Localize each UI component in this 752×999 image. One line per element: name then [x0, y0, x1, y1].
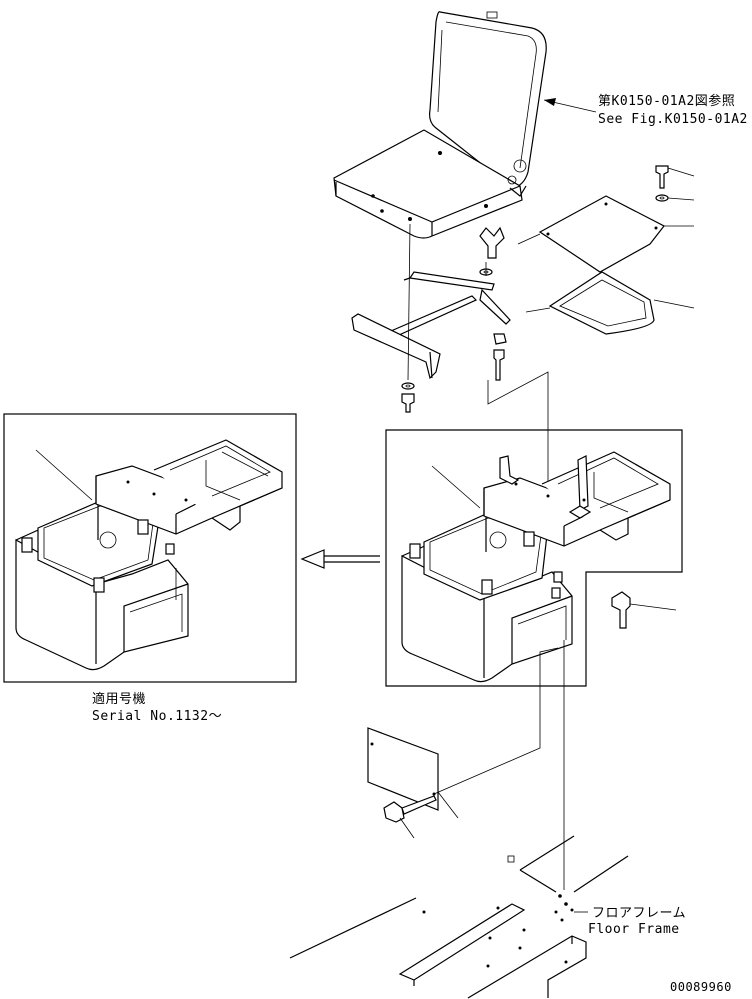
floor-frame — [289, 835, 629, 999]
seat-stand-main — [401, 451, 671, 683]
floor-frame-label-jp: フロアフレーム — [592, 906, 687, 921]
serial-label-jp: 適用号機 — [92, 692, 147, 707]
side-bolt — [611, 591, 677, 629]
seat-stand-detail — [15, 439, 283, 671]
detail-frame-right — [385, 429, 683, 687]
detail-frame-left — [3, 413, 297, 683]
floor-frame-label-en: Floor Frame — [588, 922, 680, 937]
hardware-top-right — [517, 165, 695, 335]
seat — [333, 11, 547, 239]
direction-arrow — [300, 549, 380, 569]
seat-rail — [351, 223, 511, 413]
drawing-number: 00089960 — [670, 980, 732, 994]
lower-bolt — [383, 795, 437, 839]
serial-label-en: Serial No.1132～ — [92, 709, 223, 724]
see-fig-label-jp: 第K0150-01A2図参照 — [598, 94, 736, 109]
lower-cover-plate — [367, 727, 459, 819]
see-fig-label-en: See Fig.K0150-01A2 — [598, 112, 748, 127]
